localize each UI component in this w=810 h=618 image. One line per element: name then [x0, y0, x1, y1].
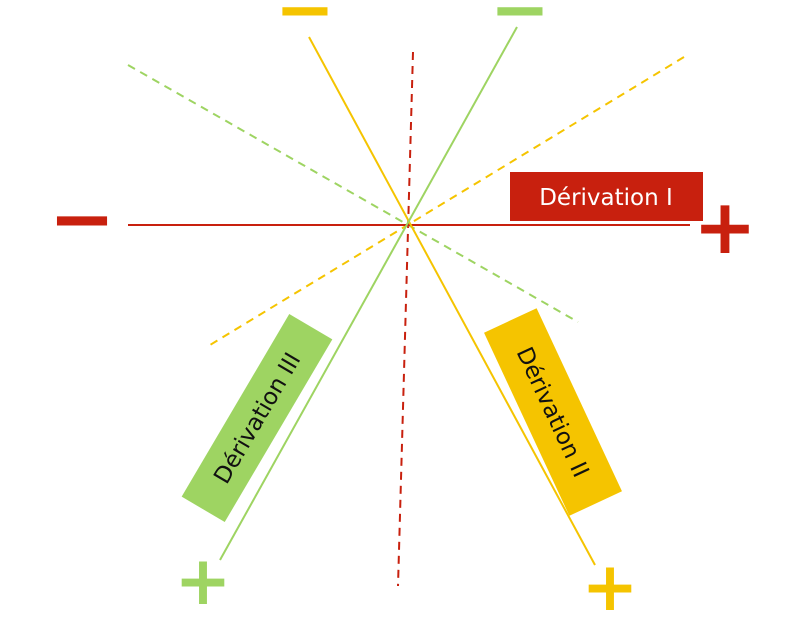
lead3-negative-sign: −: [490, 0, 550, 51]
lead1-perpendicular-dashed: [397, 51, 414, 587]
lead3-positive-sign: +: [175, 542, 232, 618]
lead1-label: Dérivation I: [510, 172, 703, 221]
lead2-perpendicular-dashed: [209, 56, 685, 346]
lead2-negative-sign: −: [275, 0, 335, 51]
lead3-label: Dérivation III: [181, 313, 333, 523]
lead2-axis: [308, 36, 596, 566]
lead1-positive-sign: +: [693, 182, 757, 271]
lead1-label-text: Dérivation I: [539, 185, 673, 211]
lead3-perpendicular-dashed: [127, 64, 579, 323]
lead2-positive-sign: +: [582, 548, 639, 618]
lead3-axis: [219, 26, 518, 561]
lead1-negative-sign: −: [48, 172, 115, 265]
lead2-label: Dérivation II: [484, 308, 622, 516]
